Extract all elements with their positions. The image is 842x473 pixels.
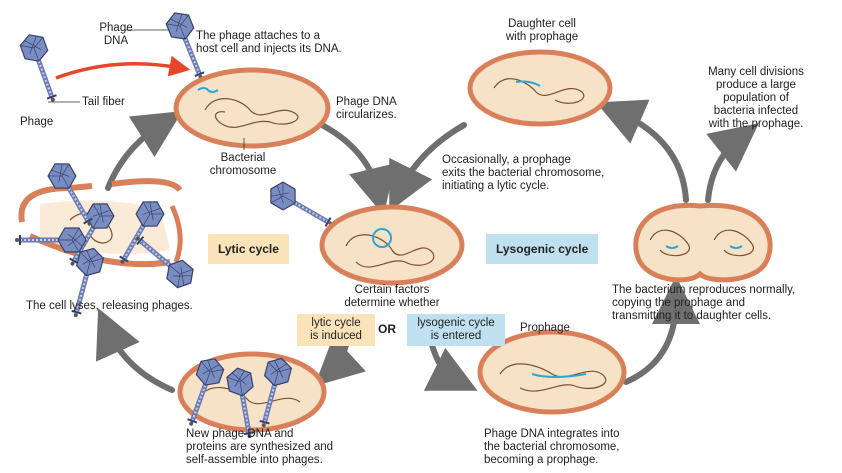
arrow-to-lysogenic (423, 342, 478, 391)
cell-infected (173, 67, 331, 149)
label-reproduces: The bacterium reproduces normally, copyi… (612, 284, 796, 322)
arrow-assemble (95, 308, 175, 393)
cell-lysing (15, 158, 198, 320)
label-circularizes: Phage DNA circularizes. (336, 96, 397, 121)
infection-arrow (55, 55, 191, 80)
cell-prophage (477, 329, 627, 415)
arrow-many-divisions (705, 123, 759, 203)
cell-dividing (633, 202, 773, 283)
label-new-phage: New phage DNA and proteins are synthesiz… (186, 428, 334, 466)
label-bacterial-chromosome: Bacterial chromosome (209, 152, 277, 177)
lytic-cycle-badge: Lytic cycle (208, 234, 289, 264)
label-integrates: Phage DNA integrates into the bacterial … (484, 428, 620, 466)
box-lysogenic-entered: lysogenic cycle is entered (407, 314, 505, 346)
cell-daughter (467, 49, 613, 127)
label-cell-lyses: The cell lyses, releasing phages. (26, 300, 193, 312)
label-daughter-cell: Daughter cell with prophage (505, 18, 579, 43)
box-lytic-induced: lytic cycle is induced (297, 314, 375, 346)
label-many-divisions: Many cell divisions produce a large popu… (708, 66, 804, 130)
cycle-arrows (95, 99, 759, 393)
cell-center (319, 204, 465, 286)
free-phage (18, 31, 65, 106)
arrow-circularize (319, 122, 396, 216)
label-occasionally: Occasionally, a prophage exits the bacte… (442, 154, 605, 192)
label-phage: Phage (20, 116, 54, 128)
arrow-divide (596, 99, 689, 203)
arrow-reproduce (623, 276, 700, 385)
label-attach: The phage attaches to a host cell and in… (196, 30, 342, 55)
cell-assembling (179, 351, 327, 440)
label-tail-fiber: Tail fiber (82, 96, 125, 108)
lysogenic-cycle-badge: Lysogenic cycle (486, 234, 599, 264)
arrow-exit-prophage (389, 122, 467, 212)
label-phage-dna: Phage DNA (99, 22, 133, 47)
arrow-lyse-to-infect (105, 111, 183, 191)
label-or: OR (378, 322, 396, 336)
label-prophage: Prophage (520, 322, 570, 334)
label-certain-factors: Certain factors determine whether (344, 284, 440, 309)
